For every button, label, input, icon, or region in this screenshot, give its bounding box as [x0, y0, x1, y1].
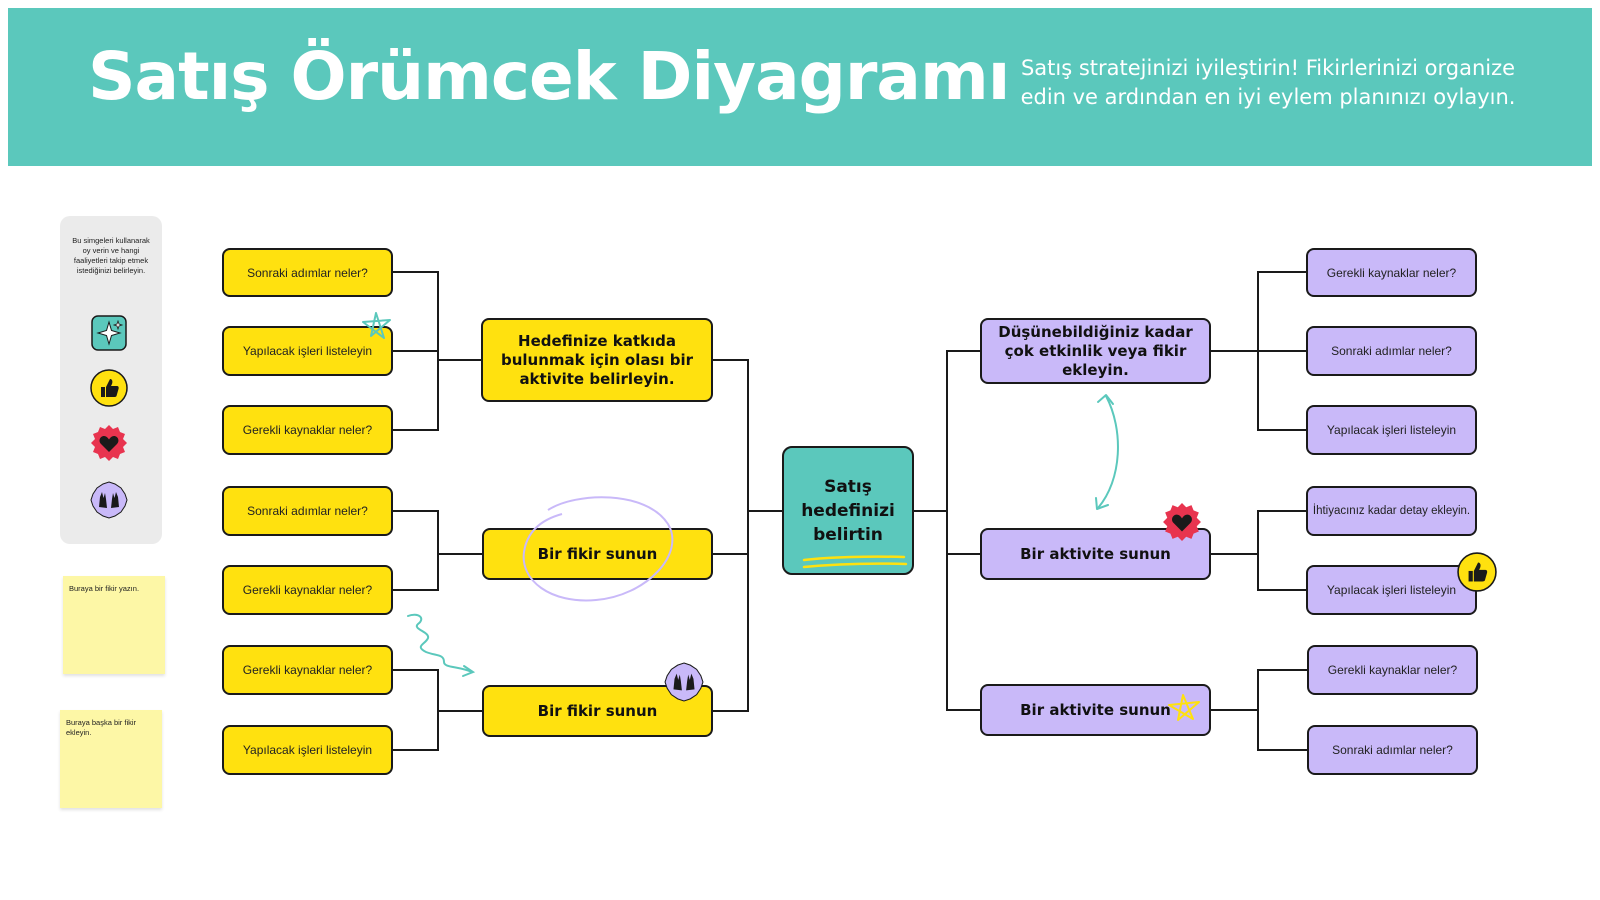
leaf-node[interactable]: Gerekli kaynaklar neler? — [1306, 248, 1477, 297]
leaf-node[interactable]: Yapılacak işleri listeleyin — [222, 725, 393, 775]
leaf-node[interactable]: İhtiyacınız kadar detay ekleyin. — [1306, 486, 1477, 536]
leaf-node[interactable]: Yapılacak işleri listeleyin — [1306, 565, 1477, 615]
leaf-node[interactable]: Yapılacak işleri listeleyin — [1306, 405, 1477, 455]
branch-node[interactable]: Hedefinize katkıda bulunmak için olası b… — [481, 318, 713, 402]
sparkle-icon[interactable] — [90, 314, 128, 352]
leaf-node[interactable]: Sonraki adımlar neler? — [222, 486, 393, 536]
heart-icon[interactable] — [1162, 502, 1202, 542]
thumbs-up-icon[interactable] — [1457, 552, 1497, 592]
leaf-node[interactable]: Gerekli kaynaklar neler? — [222, 565, 393, 615]
sticky-note[interactable]: Buraya başka bir fikir ekleyin. — [60, 710, 162, 808]
heart-icon[interactable] — [90, 424, 128, 462]
branch-node[interactable]: Bir aktivite sunun — [980, 684, 1211, 736]
squiggle-arrow-icon — [407, 613, 476, 677]
leaf-node[interactable]: Sonraki adımlar neler? — [1306, 326, 1477, 376]
page-subtitle: Satış stratejinizi iyileştirin! Fikirler… — [1020, 56, 1516, 109]
leaf-node[interactable]: Gerekli kaynaklar neler? — [222, 405, 393, 455]
scribble-star-icon — [362, 312, 391, 339]
voting-legend-panel: Bu simgeleri kullanarak oy verin ve hang… — [60, 216, 162, 544]
raised-hands-icon[interactable] — [90, 481, 128, 519]
highlight-underline-icon — [802, 555, 908, 569]
scribble-circle-icon — [522, 496, 674, 602]
branch-node[interactable]: Düşünebildiğiniz kadar çok etkinlik veya… — [980, 318, 1211, 384]
voting-instructions: Bu simgeleri kullanarak oy verin ve hang… — [72, 236, 150, 275]
leaf-node[interactable]: Sonraki adımlar neler? — [222, 248, 393, 297]
leaf-node[interactable]: Gerekli kaynaklar neler? — [222, 645, 393, 695]
center-node[interactable]: Satış hedefinizi belirtin — [782, 446, 914, 575]
sticky-note[interactable]: Buraya bir fikir yazın. — [63, 576, 165, 674]
double-arrow-icon — [1095, 394, 1119, 510]
leaf-node[interactable]: Sonraki adımlar neler? — [1307, 725, 1478, 775]
raised-hands-icon[interactable] — [664, 662, 704, 702]
center-label: Satış hedefinizi belirtin — [801, 476, 895, 545]
header-banner — [8, 8, 1592, 166]
branch-node[interactable]: Bir fikir sunun — [482, 528, 713, 580]
leaf-node[interactable]: Gerekli kaynaklar neler? — [1307, 645, 1478, 695]
page-title: Satış Örümcek Diyagramı — [88, 38, 1010, 115]
thumbs-up-icon[interactable] — [90, 369, 128, 407]
scribble-star-icon — [1168, 694, 1200, 721]
leaf-node[interactable]: Yapılacak işleri listeleyin — [222, 326, 393, 376]
